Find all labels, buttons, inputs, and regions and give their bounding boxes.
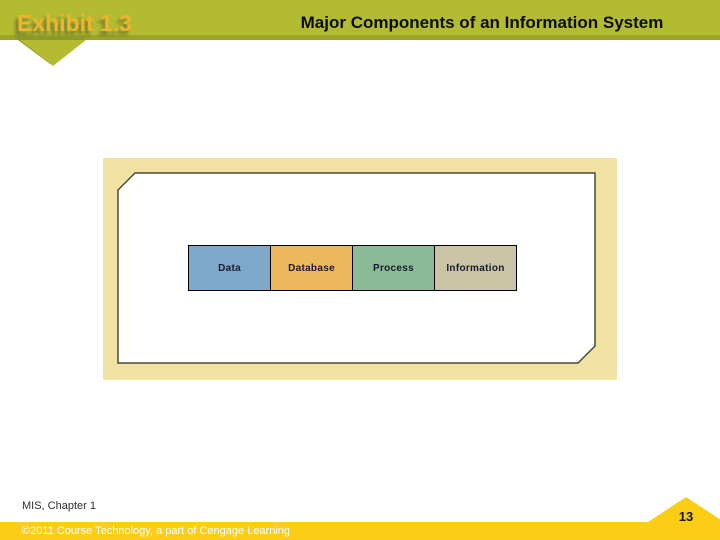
- page-number: 13: [678, 509, 694, 524]
- component-box-data: Data: [188, 245, 271, 291]
- exhibit-label: Exhibit 1.3: [17, 10, 133, 36]
- exhibit-arrow-icon: [20, 40, 86, 66]
- chapter-label: MIS, Chapter 1: [22, 500, 96, 512]
- page-number-peak: [648, 497, 720, 522]
- header-bar: [0, 0, 720, 40]
- component-box-information: Information: [434, 245, 517, 291]
- component-box-process: Process: [352, 245, 435, 291]
- component-box-database: Database: [270, 245, 353, 291]
- bottom-bar: ©2011 Course Technology, a part of Cenga…: [0, 522, 720, 540]
- slide-title: Major Components of an Information Syste…: [300, 13, 664, 32]
- header-shadow-strip: [0, 35, 720, 40]
- copyright-text: ©2011 Course Technology, a part of Cenga…: [22, 525, 291, 537]
